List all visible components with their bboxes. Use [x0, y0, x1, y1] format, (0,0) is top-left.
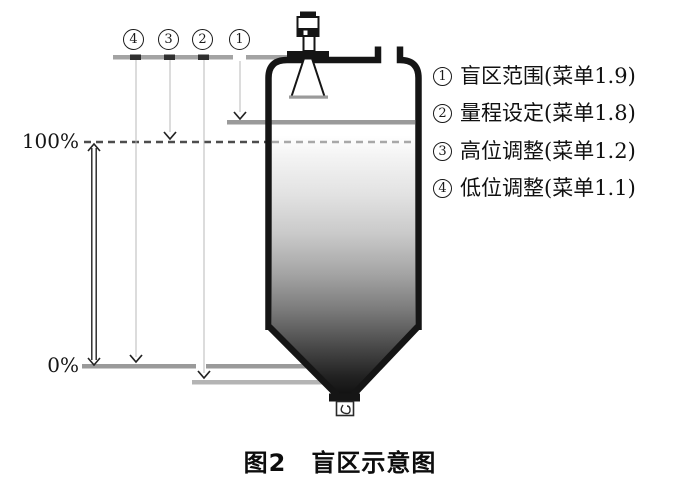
legend-circle-1: 1: [433, 66, 452, 86]
marker-circle-1: 1: [229, 29, 250, 50]
top-reference-line: [113, 54, 287, 61]
marker-drop-lines: [135, 60, 241, 373]
marker-circle-4: 4: [123, 29, 144, 50]
legend-1-label: 盲区范围(菜单1.9): [460, 63, 636, 88]
marker-1-number: 1: [235, 32, 244, 47]
marker-2-number: 2: [198, 32, 207, 47]
legend-item-blind-zone: 1 盲区范围(菜单1.9): [433, 64, 636, 88]
legend-4-label: 低位调整(菜单1.1): [460, 175, 636, 200]
legend-2-number: 2: [438, 105, 447, 121]
scale-0-percent-label: 0%: [47, 353, 79, 377]
figure-caption: 图2 盲区示意图: [243, 449, 437, 477]
tank-fill-gradient: [272, 63, 415, 394]
legend-2-label: 量程设定(菜单1.8): [460, 100, 636, 125]
legend-item-low-adjust: 4 低位调整(菜单1.1): [433, 176, 636, 200]
legend-4-number: 4: [438, 180, 447, 196]
zero-percent-line: [82, 364, 307, 369]
legend-3-number: 3: [438, 143, 447, 159]
legend-circle-4: 4: [433, 178, 452, 198]
legend-circle-3: 3: [433, 141, 452, 161]
marker-3-number: 3: [164, 32, 173, 47]
blind-zone-line-inside: [272, 120, 415, 125]
outlet-valve: [329, 393, 360, 417]
scale-100-percent-label: 100%: [21, 129, 79, 153]
blind-zone-line-outside: [227, 120, 272, 125]
legend-1-number: 1: [438, 68, 447, 84]
marker-circle-3: 3: [158, 29, 179, 50]
marker-circle-2: 2: [192, 29, 213, 50]
drop-line-arrowheads: [129, 111, 247, 380]
legend-item-range-setting: 2 量程设定(菜单1.8): [433, 101, 636, 125]
marker-4-number: 4: [129, 32, 138, 47]
legend-circle-2: 2: [433, 103, 452, 123]
range-setting-line: [192, 380, 322, 385]
span-double-arrow: [87, 142, 101, 367]
radar-sensor-icon: [287, 11, 329, 99]
legend-item-high-adjust: 3 高位调整(菜单1.2): [433, 139, 636, 163]
tank: [265, 46, 422, 398]
legend-3-label: 高位调整(菜单1.2): [460, 138, 636, 163]
